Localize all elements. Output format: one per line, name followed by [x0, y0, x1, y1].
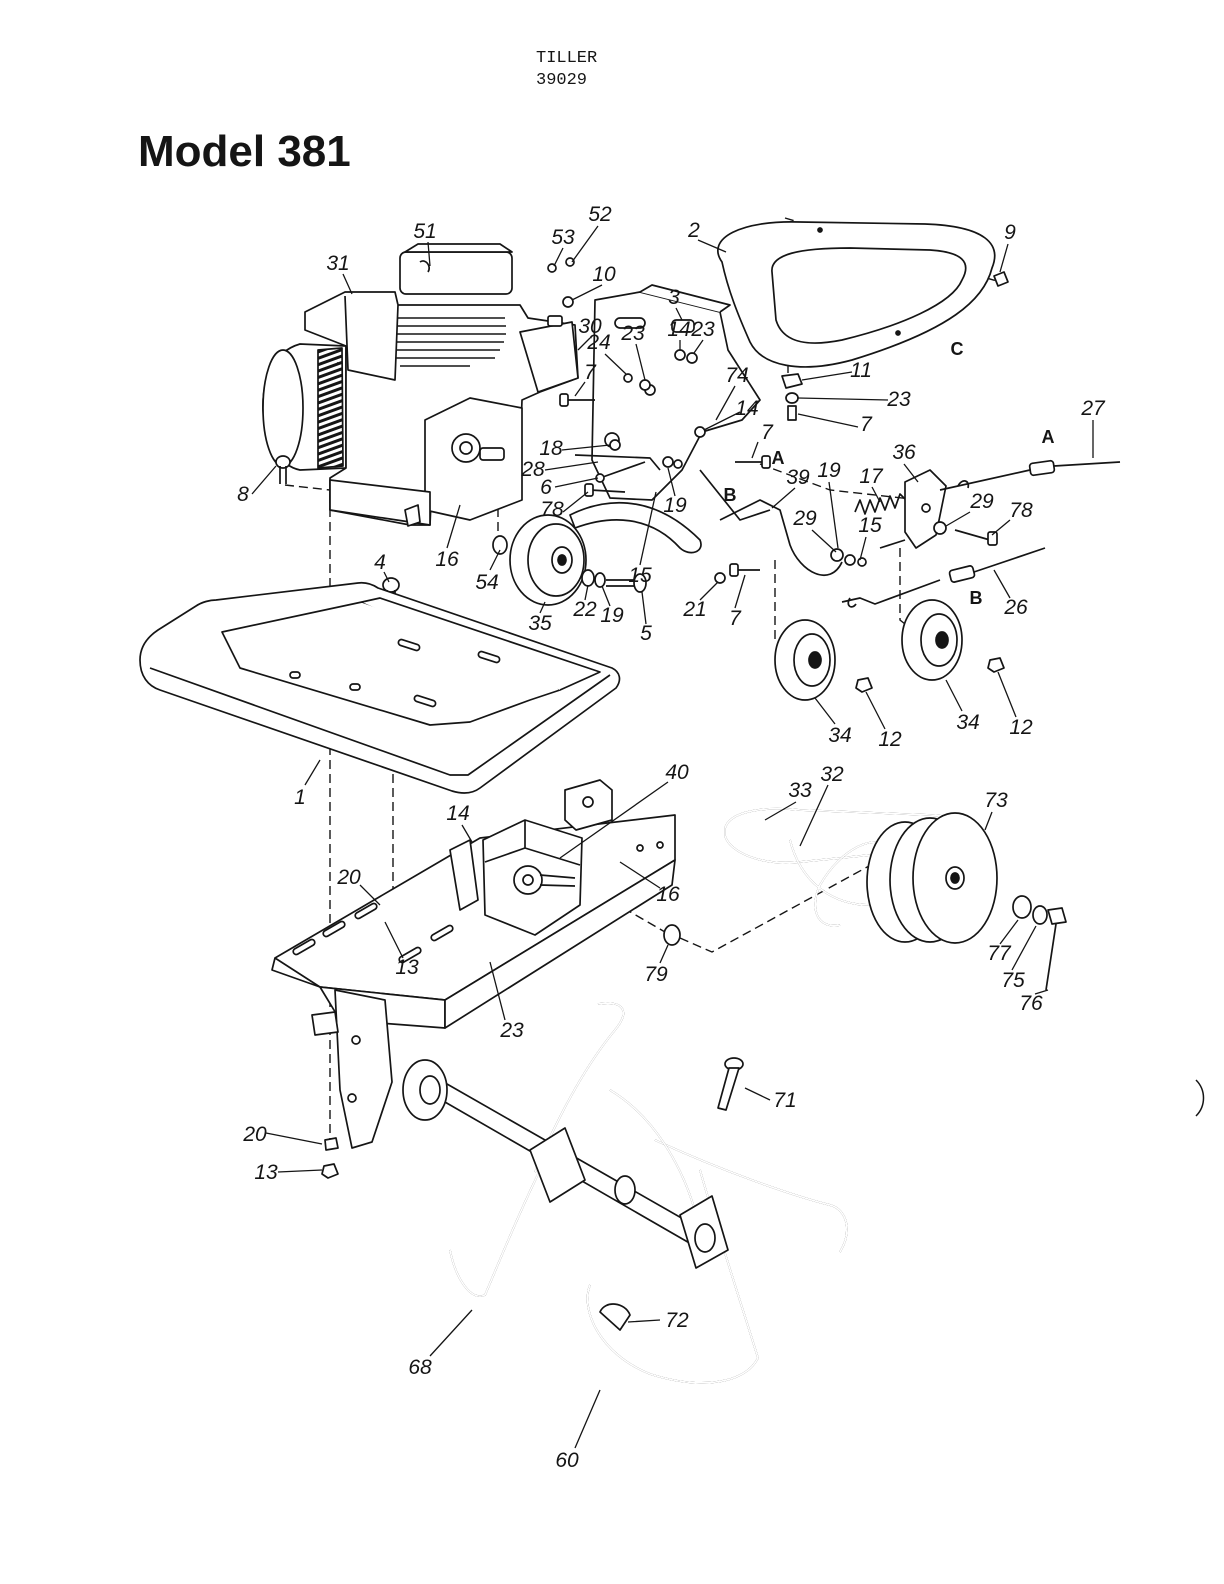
callout-14: 14	[735, 397, 758, 420]
callout-31: 31	[326, 252, 349, 275]
callout-7: 7	[584, 361, 597, 384]
ref-letter-a: A	[1042, 427, 1055, 447]
callout-15: 15	[858, 514, 882, 537]
callout-20: 20	[242, 1123, 267, 1146]
callout-39: 39	[786, 466, 810, 489]
callout-26: 26	[1003, 596, 1028, 619]
callout-8: 8	[237, 483, 249, 506]
ref-letter-b: B	[724, 485, 737, 505]
callout-33: 33	[788, 779, 812, 802]
callout-27: 27	[1080, 397, 1106, 420]
callout-74: 74	[725, 364, 748, 387]
callout-23: 23	[886, 388, 911, 411]
callout-72: 72	[665, 1309, 689, 1332]
callout-60: 60	[555, 1449, 579, 1472]
callout-14: 14	[667, 318, 690, 341]
callout-78: 78	[540, 498, 564, 521]
callout-17: 17	[859, 465, 884, 488]
belt-guard	[717, 221, 1009, 368]
callout-12: 12	[878, 728, 902, 751]
pulley-34-right	[901, 599, 963, 681]
pulley-73	[866, 812, 998, 944]
page-code: 39029	[536, 71, 587, 90]
callout-23: 23	[620, 322, 645, 345]
callout-7: 7	[761, 421, 774, 444]
transmission	[482, 819, 583, 936]
callout-6: 6	[540, 476, 552, 499]
callout-23: 23	[499, 1019, 524, 1042]
callout-12: 12	[1009, 716, 1033, 739]
tine-assembly	[402, 1002, 848, 1384]
callout-15: 15	[628, 564, 652, 587]
callout-51: 51	[413, 220, 436, 243]
callout-22: 22	[572, 598, 597, 621]
pulley-34-left	[774, 619, 836, 701]
chain-case	[311, 989, 393, 1179]
callout-13: 13	[254, 1161, 278, 1184]
callout-75: 75	[1001, 969, 1025, 992]
engine	[262, 243, 579, 527]
callout-23: 23	[690, 318, 715, 341]
callout-18: 18	[539, 437, 563, 460]
callout-73: 73	[984, 789, 1008, 812]
callout-3: 3	[668, 286, 680, 309]
leader-lines	[251, 225, 1094, 1449]
callout-34: 34	[956, 711, 979, 734]
cable-a	[939, 459, 1121, 491]
ref-letter-a: A	[772, 448, 785, 468]
callout-77: 77	[987, 942, 1012, 965]
idler-arm	[569, 454, 843, 576]
callout-40: 40	[665, 761, 689, 784]
bolt-71	[717, 1057, 744, 1111]
spring-17	[854, 493, 907, 515]
callout-19: 19	[600, 604, 624, 627]
callout-76: 76	[1019, 992, 1043, 1015]
callout-78: 78	[1009, 499, 1033, 522]
callout-1: 1	[294, 786, 306, 809]
callout-11: 11	[850, 359, 872, 382]
tine-shield	[139, 581, 621, 794]
callout-16: 16	[435, 548, 459, 571]
scan-mark	[1195, 1079, 1205, 1117]
callout-35: 35	[528, 612, 552, 635]
pulley-35	[509, 514, 587, 606]
callout-13: 13	[395, 956, 419, 979]
callout-36: 36	[892, 441, 916, 464]
callout-68: 68	[408, 1356, 432, 1379]
model-title: Model 381	[138, 127, 351, 176]
callout-29: 29	[792, 507, 817, 530]
callout-2: 2	[687, 219, 700, 242]
callout-16: 16	[656, 883, 680, 906]
callout-7: 7	[860, 413, 873, 436]
callout-14: 14	[446, 802, 469, 825]
callout-34: 34	[828, 724, 851, 747]
callout-4: 4	[374, 551, 386, 574]
ref-letter-c: C	[951, 339, 964, 359]
callout-9: 9	[1004, 221, 1016, 244]
callout-53: 53	[551, 226, 575, 249]
callout-30: 30	[578, 315, 602, 338]
callout-52: 52	[588, 203, 612, 226]
callout-21: 21	[682, 598, 706, 621]
callout-28: 28	[520, 458, 545, 481]
cable-b	[841, 547, 1046, 608]
callout-19: 19	[663, 494, 687, 517]
callout-20: 20	[336, 866, 361, 889]
callout-79: 79	[644, 963, 668, 986]
callout-29: 29	[969, 490, 994, 513]
callout-7: 7	[729, 607, 742, 630]
callout-19: 19	[817, 459, 841, 482]
callout-32: 32	[820, 763, 844, 786]
callout-10: 10	[592, 263, 616, 286]
callout-24: 24	[586, 331, 610, 354]
callout-5: 5	[640, 622, 652, 645]
ref-letter-b: B	[970, 588, 983, 608]
callout-54: 54	[475, 571, 498, 594]
page-title: TILLER	[536, 49, 597, 68]
pulley-hardware	[663, 895, 1067, 991]
callout-71: 71	[773, 1089, 796, 1112]
